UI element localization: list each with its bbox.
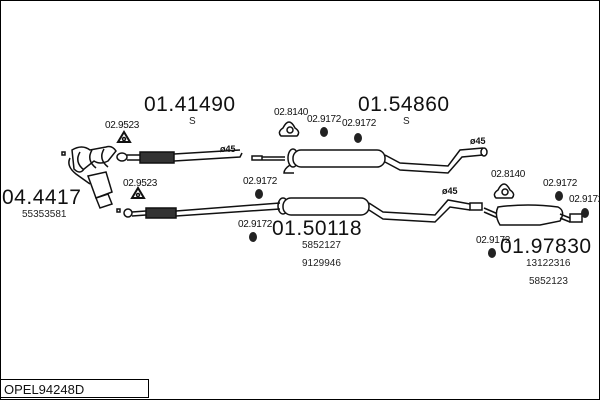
- accessory-label[interactable]: 02.9172: [243, 176, 278, 187]
- part-number-01-97830[interactable]: 01.97830: [500, 235, 592, 258]
- diameter-label: ø45: [220, 144, 236, 154]
- gasket-icon: [130, 186, 146, 199]
- manifold-catalyst-part[interactable]: [61, 145, 117, 209]
- oem-ref: 13122316: [526, 258, 571, 269]
- accessory-label[interactable]: 02.8140: [274, 107, 309, 118]
- diagram-code: OPEL94248D: [0, 379, 149, 398]
- oem-ref: 5852127: [302, 240, 341, 251]
- oem-ref: 9129946: [302, 258, 341, 269]
- accessory-label[interactable]: 02.8140: [491, 169, 526, 180]
- part-suffix: S: [189, 116, 196, 127]
- rubber-mount-icon: [255, 189, 263, 199]
- centre-silencer-lower[interactable]: [277, 197, 483, 223]
- part-suffix: S: [403, 116, 410, 127]
- accessory-label[interactable]: 02.9172: [342, 118, 377, 129]
- rubber-mount-icon: [581, 208, 589, 218]
- part-number-04-4417[interactable]: 04.4417: [2, 186, 82, 209]
- front-pipe-lower[interactable]: [116, 202, 281, 219]
- accessory-label[interactable]: 02.9523: [105, 120, 140, 131]
- hanger-icon: [493, 183, 515, 199]
- rear-silencer[interactable]: [483, 204, 583, 226]
- accessory-label[interactable]: 02.9172: [476, 235, 511, 246]
- part-number-01-41490[interactable]: 01.41490: [144, 93, 236, 116]
- accessory-label[interactable]: 02.9172: [307, 114, 342, 125]
- diameter-label: ø45: [442, 186, 458, 196]
- rubber-mount-icon: [488, 248, 496, 258]
- accessory-label[interactable]: 02.9523: [123, 178, 158, 189]
- rubber-mount-icon: [555, 191, 563, 201]
- accessory-label[interactable]: 02.9172: [569, 194, 600, 205]
- accessory-label[interactable]: 02.9172: [238, 219, 273, 230]
- rubber-mount-icon: [354, 133, 362, 143]
- part-number-01-54860[interactable]: 01.54860: [358, 93, 450, 116]
- hanger-icon: [278, 121, 300, 137]
- rubber-mount-icon: [249, 232, 257, 242]
- front-pipe-upper[interactable]: [116, 149, 285, 164]
- diameter-label: ø45: [470, 136, 486, 146]
- oem-ref: 55353581: [22, 209, 67, 220]
- oem-ref: 5852123: [529, 276, 568, 287]
- centre-silencer-upper[interactable]: [283, 147, 488, 174]
- rubber-mount-icon: [320, 127, 328, 137]
- accessory-label[interactable]: 02.9172: [543, 178, 578, 189]
- part-number-01-50118[interactable]: 01.50118: [272, 217, 363, 240]
- gasket-icon: [116, 130, 132, 143]
